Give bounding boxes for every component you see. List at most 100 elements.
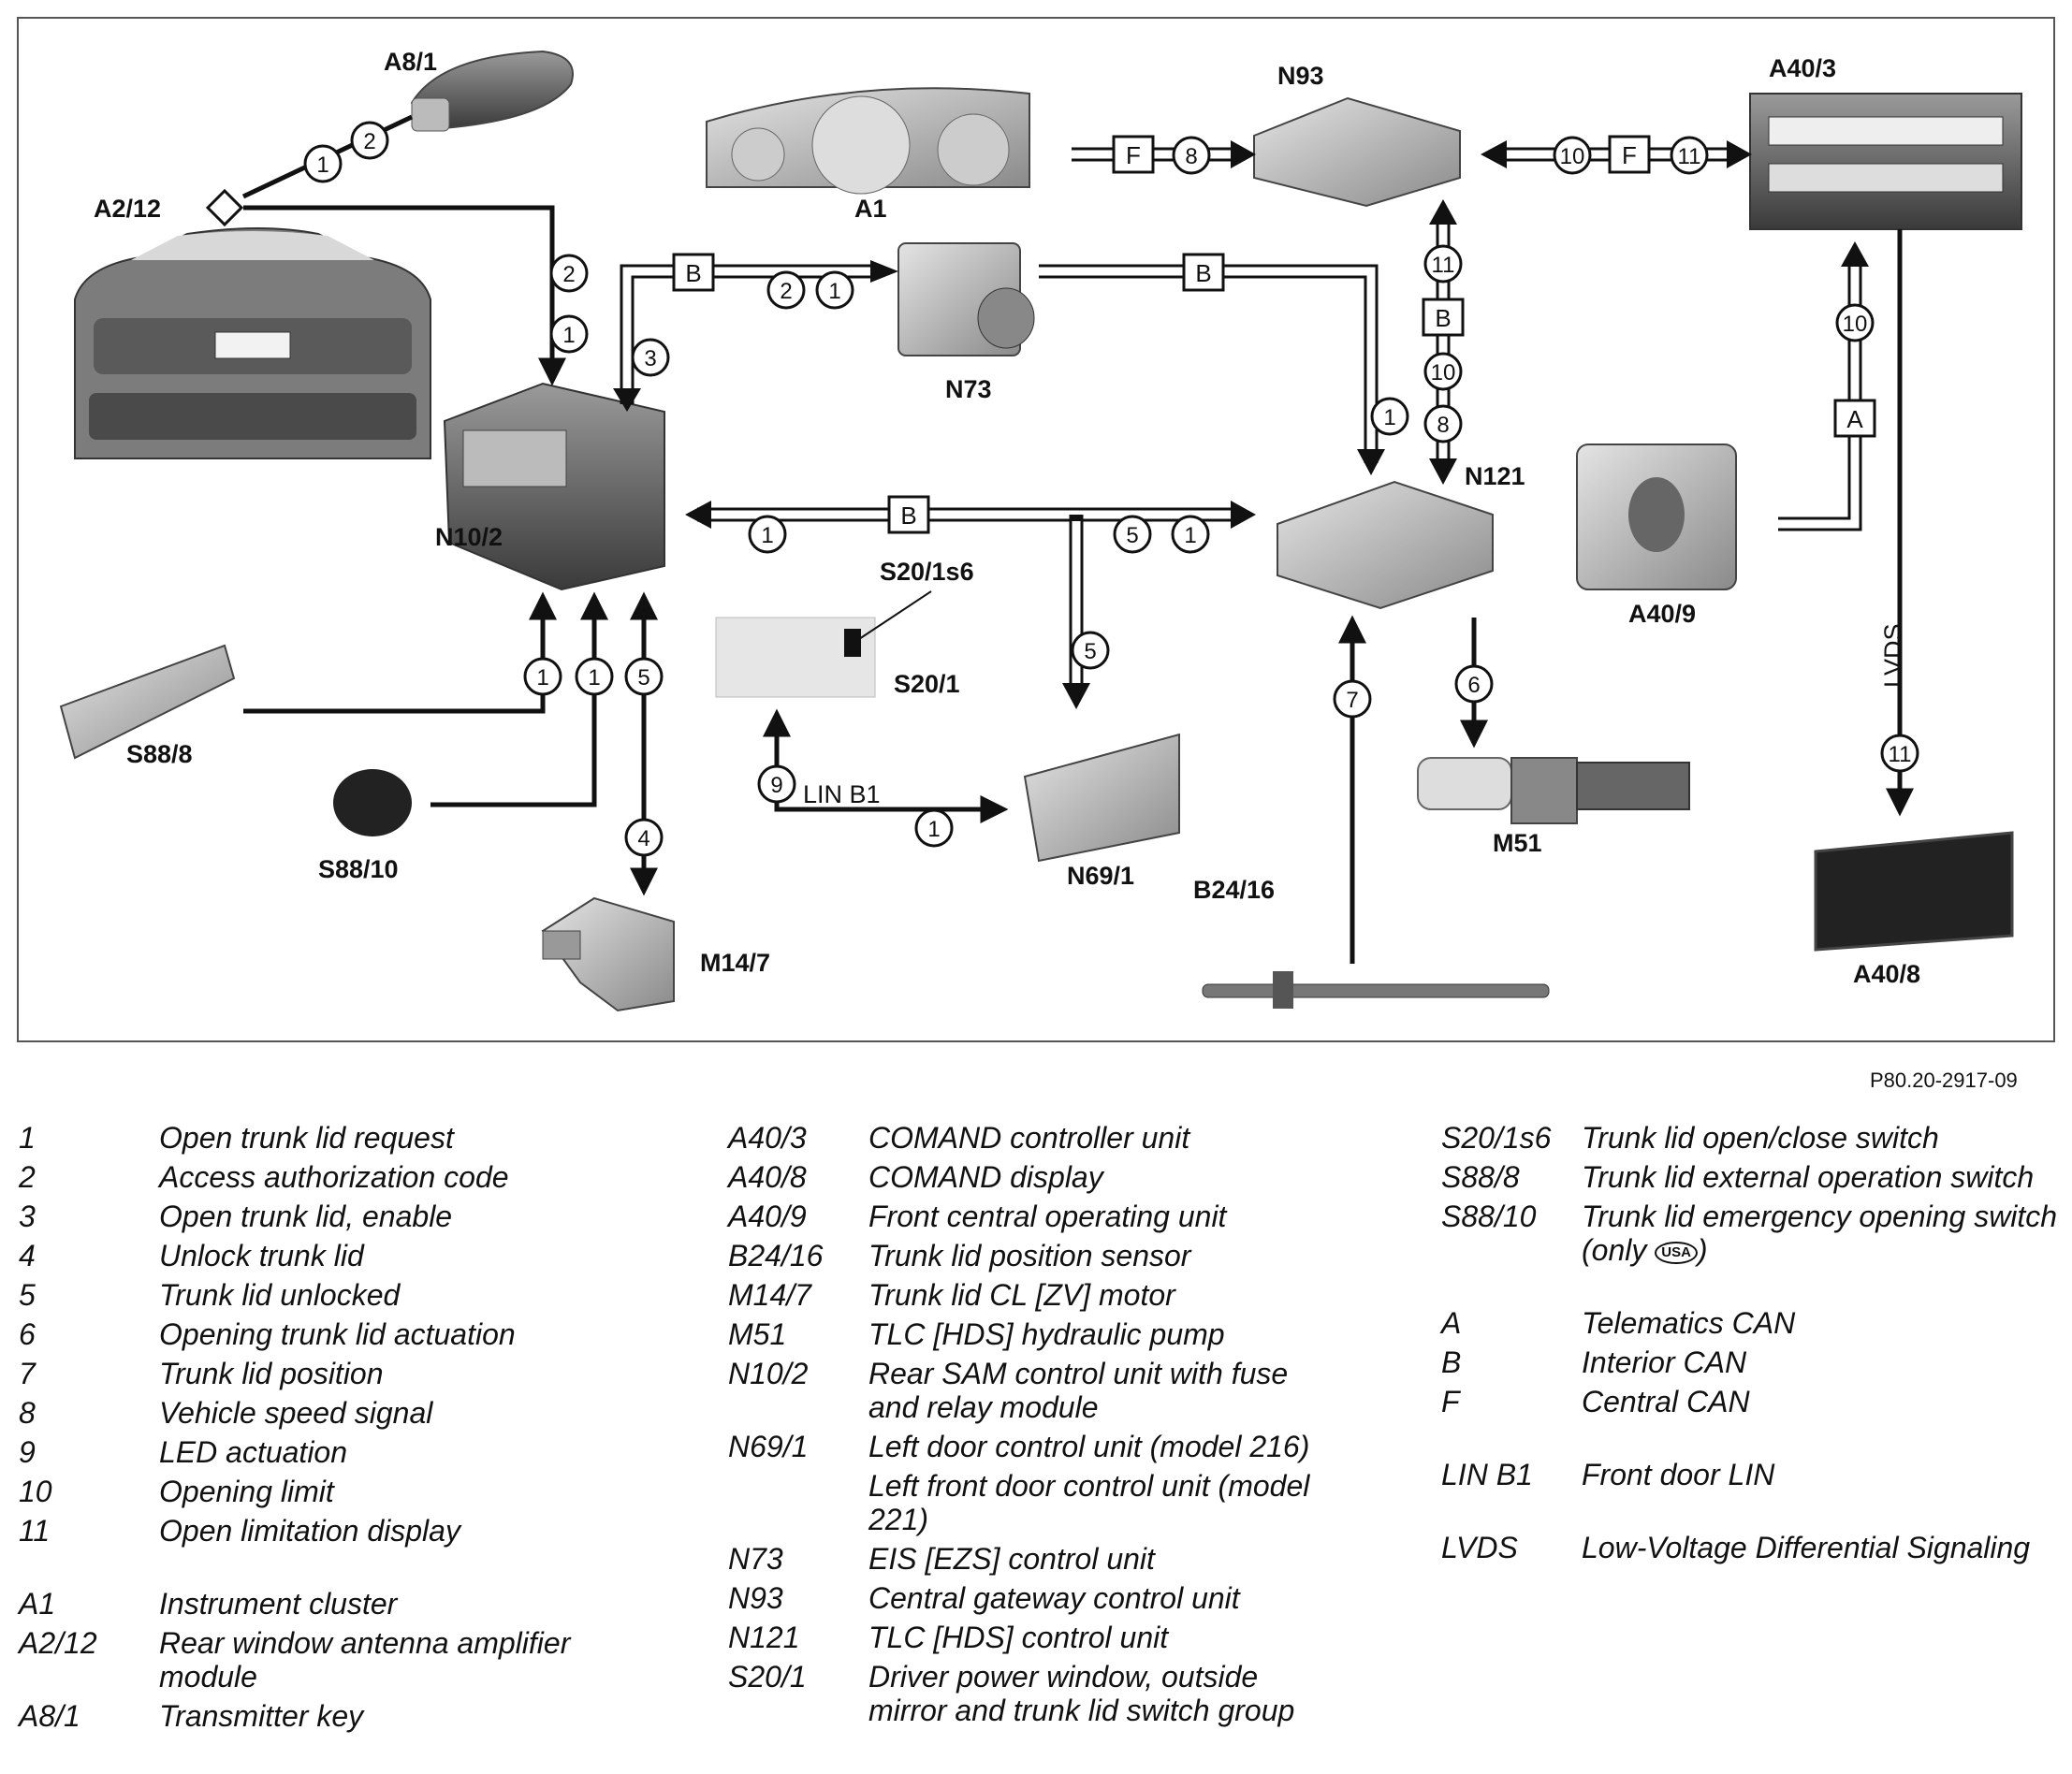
cl-motor-image — [541, 896, 675, 1012]
legend-description: EIS [EZS] control unit — [868, 1542, 1327, 1576]
label-s88-10: S88/10 — [318, 855, 399, 883]
legend-key: A40/3 — [728, 1121, 807, 1155]
bus-tag-f-n93-a403: F — [1608, 135, 1651, 174]
transmitter-key-image — [410, 50, 574, 132]
bus-tag-b-n73-n121: B — [1182, 253, 1225, 292]
front-central-operating-unit-image — [1576, 444, 1737, 590]
legend-key: A8/1 — [19, 1699, 80, 1733]
legend-description: Front door LIN — [1582, 1458, 2059, 1491]
signal-circle: 9 — [757, 764, 796, 804]
legend-row: A2/12 Rear window antenna amplifier modul… — [19, 1626, 674, 1694]
legend-key: 5 — [19, 1278, 36, 1312]
label-s88-8: S88/8 — [126, 740, 193, 768]
legend-key: 4 — [19, 1239, 36, 1272]
signal-circle: 6 — [1454, 664, 1494, 704]
label-a8-1: A8/1 — [384, 48, 437, 76]
label-b24-16: B24/16 — [1193, 876, 1275, 904]
position-sensor-image — [1202, 971, 1550, 1009]
label-a40-3: A40/3 — [1769, 54, 1836, 82]
legend-description-text: COMAND controller unit — [868, 1121, 1190, 1155]
signal-circle: 11 — [1423, 244, 1463, 284]
svg-text:B: B — [1195, 259, 1211, 287]
signal-circle: 11 — [1670, 136, 1709, 175]
legend-key: LIN B1 — [1441, 1458, 1533, 1491]
legend-spacer — [1441, 1424, 2059, 1458]
legend-description-tail: ) — [1697, 1233, 1708, 1267]
label-a2-12: A2/12 — [94, 195, 161, 223]
legend-description: TLC [HDS] hydraulic pump — [868, 1317, 1327, 1351]
svg-text:B: B — [900, 502, 916, 530]
legend-description-text: Interior CAN — [1582, 1345, 1747, 1379]
wiring-diagram: B B B F F B A 1 2 2 1 2 1 3 1 5 1 5 1 8 … — [59, 48, 2022, 1012]
legend-description: Low-Voltage Differential Signaling — [1582, 1531, 2059, 1564]
svg-text:9: 9 — [770, 773, 782, 798]
svg-text:3: 3 — [644, 346, 656, 371]
legend-description: COMAND display — [868, 1160, 1327, 1194]
signal-circle: 5 — [1113, 515, 1152, 554]
svg-text:1: 1 — [316, 153, 328, 178]
legend-description: Left front door control unit (model 221) — [868, 1469, 1327, 1536]
legend-key: B — [1441, 1345, 1462, 1379]
bus-tag-b-horizontal: B — [887, 495, 930, 534]
svg-text:11: 11 — [1889, 742, 1912, 767]
switch-group-image — [715, 617, 876, 698]
legend-description: Rear window antenna amplifier module — [159, 1626, 674, 1694]
legend-key: A1 — [19, 1587, 56, 1621]
legend-description-text: Trunk lid unlocked — [159, 1278, 401, 1312]
legend-description-text: Driver power window, outside mirror and … — [868, 1660, 1295, 1727]
signal-circle: 1 — [523, 657, 562, 696]
legend-description: Transmitter key — [159, 1699, 674, 1733]
legend-key: A2/12 — [19, 1626, 97, 1660]
legend-key: A — [1441, 1306, 1462, 1340]
eis-control-unit-image — [897, 242, 1035, 356]
figure-reference: P80.20-2917-09 — [1870, 1069, 2018, 1092]
lvds-label: LVDS — [1879, 623, 1907, 688]
svg-text:F: F — [1622, 141, 1637, 169]
legend-description: Trunk lid position sensor — [868, 1239, 1327, 1272]
legend-key — [728, 1469, 868, 1536]
legend-description: Open trunk lid request — [159, 1121, 674, 1155]
signal-circle: 1 — [549, 314, 589, 354]
svg-text:10: 10 — [1843, 312, 1868, 337]
legend-row: 5 Trunk lid unlocked — [19, 1278, 674, 1312]
label-n10-2: N10/2 — [435, 523, 503, 551]
legend-key: 7 — [19, 1357, 36, 1390]
legend-key: S20/1 — [728, 1660, 807, 1694]
legend-description-text: Central gateway control unit — [868, 1581, 1240, 1615]
legend-description-text: Opening limit — [159, 1475, 334, 1508]
svg-text:1: 1 — [588, 665, 600, 691]
svg-text:1: 1 — [1383, 405, 1395, 430]
comand-controller-image — [1749, 93, 2022, 230]
component-labels: A8/1 A2/12 A1 N93 A40/3 N73 N10/2 N121 A… — [94, 48, 1920, 988]
signal-circle: 10 — [1423, 352, 1463, 391]
signal-circle: 8 — [1423, 404, 1463, 444]
legend-description-text: Left front door control unit (model 221) — [868, 1469, 1310, 1536]
emergency-switch-image — [333, 769, 412, 836]
comand-display-image — [1814, 831, 2014, 952]
can-bus-lines — [613, 140, 1869, 709]
svg-text:11: 11 — [1432, 253, 1455, 278]
external-switch-image — [59, 644, 236, 760]
legend-description-text: Trunk lid external operation switch — [1582, 1160, 2035, 1194]
legend-description: COMAND controller unit — [868, 1121, 1327, 1155]
legend-description: TLC [HDS] control unit — [868, 1621, 1327, 1654]
legend-description-text: Telematics CAN — [1582, 1306, 1796, 1340]
bus-tag-a-a409-a403: A — [1833, 399, 1876, 438]
svg-text:1: 1 — [536, 665, 548, 691]
legend-key: F — [1441, 1385, 1460, 1418]
legend-spacer — [19, 1553, 674, 1587]
legend-description-text: Access authorization code — [159, 1160, 509, 1194]
hydraulic-pump-image — [1417, 757, 1690, 824]
label-n73: N73 — [945, 375, 992, 403]
